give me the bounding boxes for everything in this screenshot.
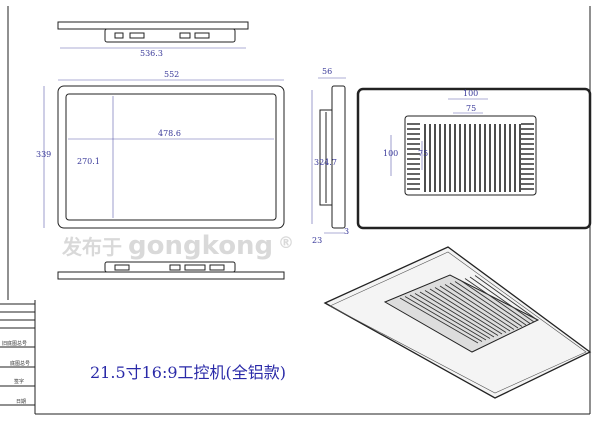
title-block-label: 底图总号 (10, 360, 30, 367)
drawing-title: 21.5寸16:9工控机(全铝款) (90, 363, 286, 382)
heatsink-fin (419, 291, 495, 338)
heatsink-fin (424, 290, 499, 336)
watermark: 发布于 gongkong ® (61, 231, 294, 261)
title-block: 旧底图总号 底图总号 签字 日期 (0, 303, 35, 406)
heatsink-fin (434, 287, 507, 333)
title-block-label: 签字 (14, 378, 24, 385)
back-view: 100 75 100 75 (356, 87, 592, 230)
dim-vesa-outer-v: 100 (383, 149, 398, 158)
heatsink-fin (409, 294, 487, 341)
watermark-line1: 发布于 (61, 235, 122, 259)
dim-side-height: 324.7 (314, 158, 337, 167)
heatsink-fin (414, 293, 491, 339)
title-block-label: 旧底图总号 (2, 340, 27, 347)
heatsink-fin (404, 296, 483, 342)
dim-side-bottom-b: 3 (344, 227, 349, 236)
title-block-label: 日期 (16, 399, 26, 405)
dim-screen-width: 478.6 (158, 129, 181, 138)
dim-overall-height: 339 (36, 150, 51, 159)
dim-vesa-outer-h: 100 (463, 89, 478, 98)
heatsink-fin (429, 288, 503, 335)
watermark-line2: gongkong (128, 231, 273, 261)
dim-screen-height: 270.1 (77, 157, 100, 166)
heatsink-fin (449, 282, 519, 329)
dim-vesa-inner-v: 75 (418, 149, 428, 158)
side-view: 56 324.7 23 3 (311, 67, 349, 245)
dim-side-depth: 56 (322, 67, 332, 76)
front-view: 552 339 478.6 270.1 (36, 70, 285, 229)
isometric-view (323, 246, 592, 399)
heatsink-fin (454, 281, 523, 327)
heatsink-fin (399, 297, 479, 344)
dim-vesa-inner-h: 75 (466, 104, 476, 113)
heatsink-fin (464, 278, 531, 324)
dim-top-width: 536.3 (140, 49, 163, 58)
top-view: 536.3 (57, 21, 249, 58)
dim-side-bottom-a: 23 (312, 236, 322, 245)
heatsink-fin (469, 276, 535, 323)
dim-overall-width: 552 (164, 70, 179, 79)
heatsink-fin (474, 275, 539, 321)
heatsink-fin (444, 284, 515, 330)
bottom-view (57, 261, 285, 280)
heatsink-fin (439, 285, 511, 332)
heatsink-fin (459, 279, 527, 326)
watermark-mark: ® (278, 233, 294, 252)
